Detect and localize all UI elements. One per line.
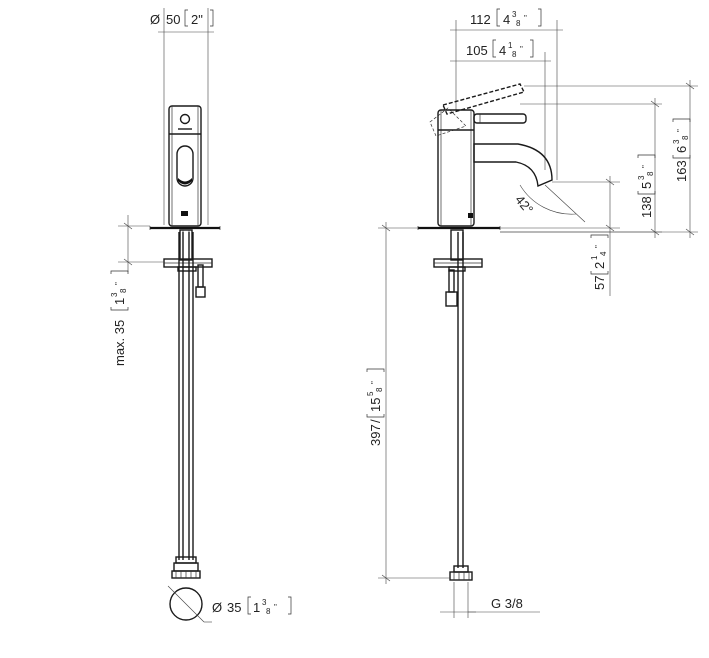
thread-value: G 3/8 <box>491 596 523 611</box>
dim-diameter-bottom: Ø 35 1 3 8 " <box>167 585 292 623</box>
diameter-top-symbol: Ø <box>150 12 160 27</box>
width-112-value: 112 <box>470 12 491 27</box>
height-138-whole: 5 <box>639 182 654 189</box>
height-163-num: 3 <box>672 139 681 144</box>
height-163-whole: 6 <box>674 146 689 153</box>
max-35-prefix: max. 35 <box>112 320 127 366</box>
dim-thread: G 3/8 <box>440 582 540 618</box>
lever-handle <box>473 113 527 124</box>
height-57-num: 1 <box>590 255 599 260</box>
side-view: 112 4 3 8 " 105 4 1 8 " <box>366 8 698 618</box>
diameter-top-bracket: 2" <box>191 12 203 27</box>
width-112-den: 8 <box>516 19 521 28</box>
faucet-body-side <box>437 109 475 227</box>
height-163-suffix: " <box>676 129 685 132</box>
diameter-top-value: 50 <box>166 12 180 27</box>
max-35-den: 8 <box>119 288 128 293</box>
dim-angle: 42° <box>512 184 586 223</box>
angle-value: 42° <box>512 192 536 217</box>
diameter-bottom-whole: 1 <box>253 600 260 615</box>
width-105-den: 8 <box>512 50 517 59</box>
spout <box>473 143 553 188</box>
max-35-whole: 1 <box>112 298 127 305</box>
height-138-den: 8 <box>646 171 655 176</box>
width-112-num: 3 <box>512 10 517 19</box>
width-112-suffix: " <box>524 14 527 23</box>
svg-text:/: / <box>368 419 383 423</box>
lever-raised <box>429 83 526 137</box>
diameter-bottom-suffix: " <box>274 603 277 612</box>
height-397-whole: 15 <box>368 398 383 412</box>
diameter-bottom-den: 8 <box>266 607 271 616</box>
dim-height-57: 57 2 1 4 " <box>500 176 620 296</box>
height-163-value: 163 <box>674 160 689 182</box>
dim-width-105: 105 4 1 8 " <box>450 39 551 170</box>
dim-height-138: 138 5 3 8 " <box>500 98 662 238</box>
dim-diameter-top: Ø 50 2" <box>150 8 214 225</box>
height-138-suffix: " <box>641 165 650 168</box>
height-57-whole: 2 <box>592 262 607 269</box>
width-105-value: 105 <box>466 43 488 58</box>
height-57-value: 57 <box>592 276 607 290</box>
diameter-bottom-num: 3 <box>262 598 267 607</box>
width-105-suffix: " <box>520 45 523 54</box>
spout-outlet-front <box>176 145 194 187</box>
height-397-num: 5 <box>366 391 375 396</box>
lever-hole <box>179 113 191 125</box>
height-397-den: 8 <box>375 387 384 392</box>
dim-height-397: 397 / 15 5 8 " <box>366 222 450 584</box>
height-397-value: 397 <box>368 424 383 446</box>
height-138-value: 138 <box>639 196 654 218</box>
front-view: Ø 50 2" <box>110 8 292 623</box>
dim-max-35: max. 35 1 3 8 " <box>110 215 164 366</box>
height-57-den: 4 <box>599 251 608 256</box>
dim-width-112: 112 4 3 8 " <box>450 8 563 180</box>
height-138-num: 3 <box>637 175 646 180</box>
supply-hoses-front <box>171 232 201 579</box>
width-105-whole: 4 <box>499 43 506 58</box>
height-163-den: 8 <box>681 135 690 140</box>
max-35-suffix: " <box>114 282 123 285</box>
faucet-body-front <box>168 105 202 227</box>
height-57-suffix: " <box>594 245 603 248</box>
diameter-bottom-value: 35 <box>227 600 241 615</box>
dim-height-163: 163 6 3 8 " <box>500 80 698 238</box>
mounting-hole <box>169 587 203 621</box>
diameter-bottom-symbol: Ø <box>212 600 222 615</box>
width-105-num: 1 <box>508 41 513 50</box>
max-35-num: 3 <box>110 292 119 297</box>
height-397-suffix: " <box>370 381 379 384</box>
width-112-whole: 4 <box>503 12 510 27</box>
